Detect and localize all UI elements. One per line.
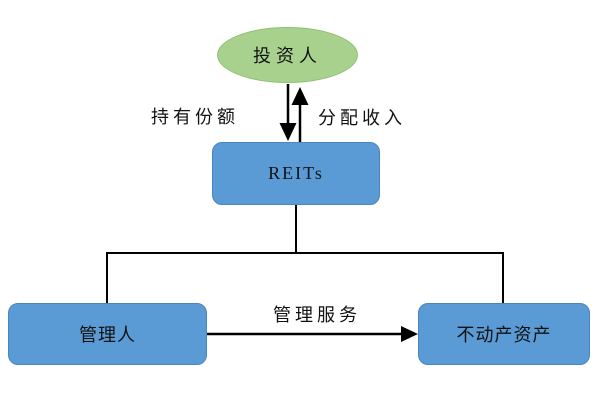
node-manager-label: 管理人	[79, 325, 136, 345]
node-property-label: 不动产资产	[456, 325, 552, 345]
node-property: 不动产资产	[418, 303, 590, 365]
node-investor-label: 投资人	[253, 46, 322, 66]
node-reits: REITs	[212, 142, 380, 205]
arrow-hold-shares	[279, 84, 297, 141]
node-manager: 管理人	[8, 303, 207, 365]
edge-label-distribute-income: 分配收入	[318, 108, 406, 128]
connector-tree	[106, 205, 504, 303]
edge-label-management-service: 管理服务	[273, 305, 361, 325]
edge-label-hold-shares: 持有份额	[151, 107, 239, 127]
node-reits-label: REITs	[268, 163, 324, 183]
arrow-management-service	[207, 326, 418, 342]
node-investor: 投资人	[217, 27, 358, 83]
arrow-distribute-income	[291, 87, 309, 142]
